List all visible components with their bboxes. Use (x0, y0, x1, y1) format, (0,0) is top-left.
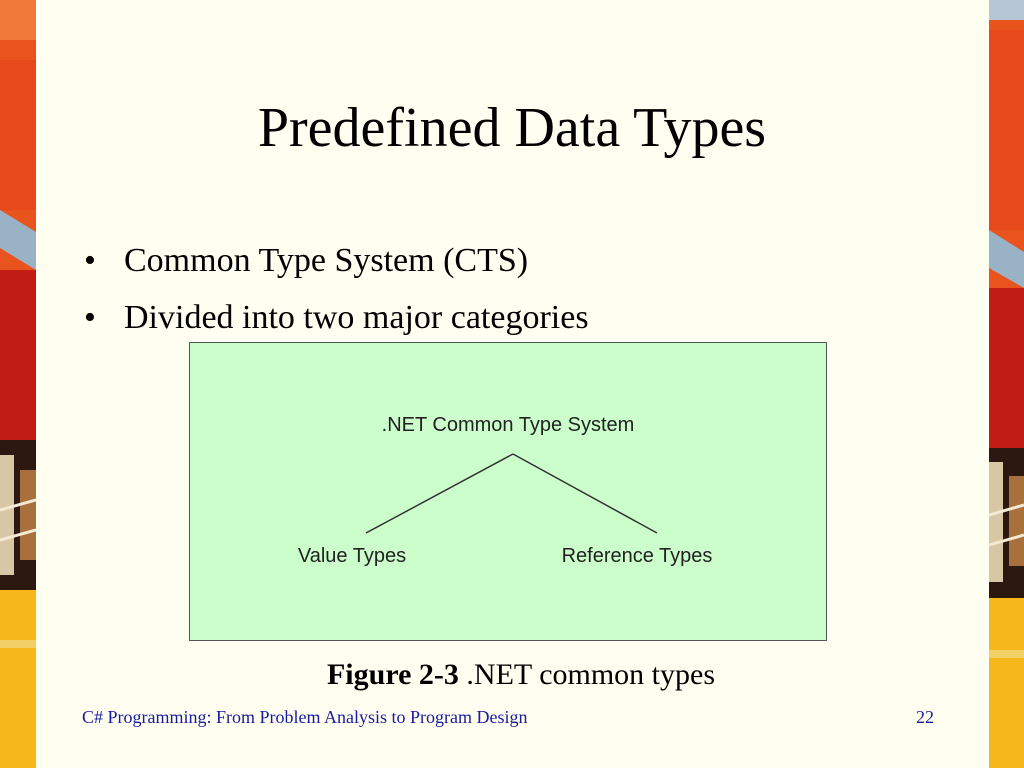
root-node-label: .NET Common Type System (382, 414, 635, 436)
left-building-decoration (0, 0, 36, 768)
edge-to-value-types (365, 453, 514, 534)
bullet-text: Common Type System (CTS) (124, 242, 529, 279)
figure-box: .NET Common Type System Value Types Refe… (189, 342, 827, 641)
slide-title: Predefined Data Types (257, 97, 767, 159)
bullet-marker: • (84, 242, 96, 279)
figure-caption-label: Figure 2-3 (326, 658, 459, 691)
edge-to-reference-types (512, 453, 658, 534)
figure-caption: Figure 2-3 .NET common types (0, 658, 1024, 692)
bullet-item: • Common Type System (CTS) (84, 232, 589, 289)
value-types-node-label: Value Types (298, 545, 406, 567)
bullet-list: • Common Type System (CTS) • Divided into … (84, 232, 589, 346)
bullet-item: • Divided into two major categories (84, 289, 589, 346)
bullet-marker: • (84, 299, 96, 336)
footer-course-title: C# Programming: From Problem Analysis to… (82, 707, 528, 727)
right-building-decoration (989, 0, 1024, 768)
cts-tree-diagram: .NET Common Type System Value Types Refe… (298, 414, 713, 567)
reference-types-node-label: Reference Types (562, 545, 713, 567)
figure-caption-text: .NET common types (466, 658, 716, 691)
bullet-text: Divided into two major categories (124, 299, 589, 336)
page-number: 22 (916, 707, 934, 727)
